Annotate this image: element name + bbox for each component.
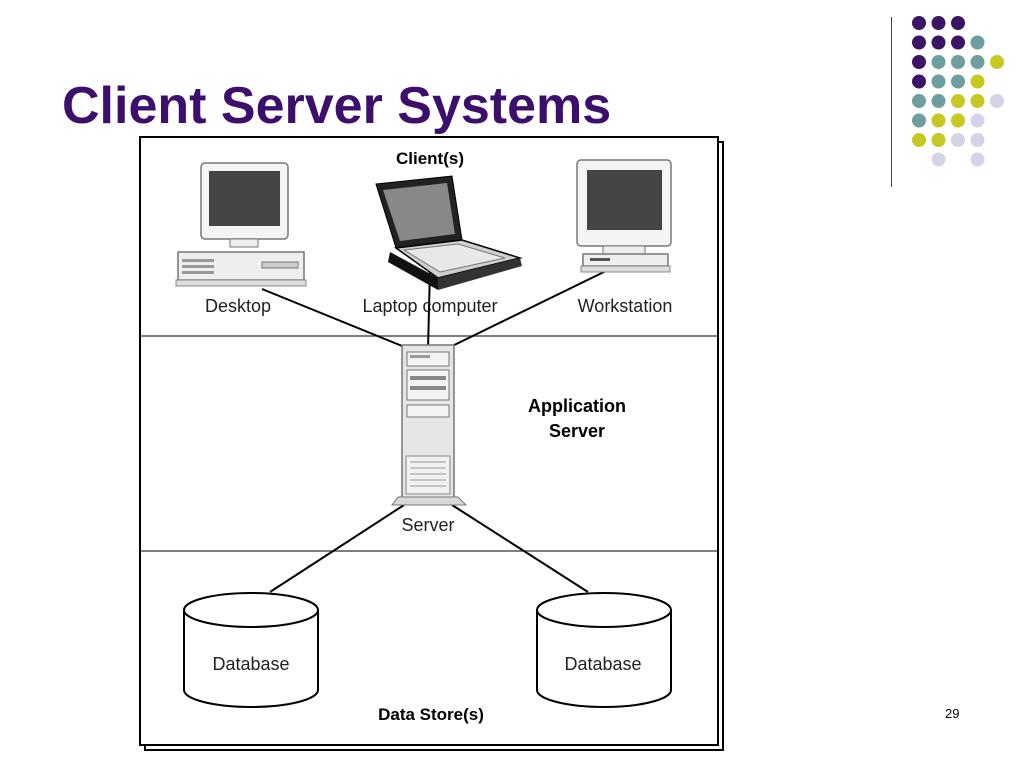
decorative-dot: [970, 74, 985, 89]
decorative-dot: [951, 113, 965, 128]
tier-label-clients: Client(s): [396, 149, 464, 168]
workstation-icon: [576, 159, 672, 273]
decorative-dot: [931, 74, 946, 89]
database-left-icon: [183, 592, 319, 708]
desktop-server-link: [261, 288, 413, 351]
laptop-computer-icon: [375, 175, 523, 290]
connection-lines: [261, 267, 609, 593]
decorative-dot: [970, 113, 985, 128]
decorative-dot: [912, 74, 926, 89]
decorative-dot: [931, 16, 946, 30]
desktop-label: Desktop: [205, 296, 271, 316]
decorative-dot: [951, 35, 965, 50]
decorative-dot: [931, 152, 946, 167]
workstation-server-link: [443, 269, 609, 351]
slide-title: Client Server Systems: [62, 77, 612, 135]
decorative-dot: [970, 94, 985, 108]
decorative-dot: [931, 113, 946, 128]
decorative-dot: [990, 94, 1004, 108]
decorative-dot: [912, 133, 926, 147]
desktop-computer-icon: [175, 162, 307, 287]
database-left-label: Database: [212, 654, 289, 674]
server-db-left-link: [269, 504, 405, 593]
tier-label-application-line2: Server: [549, 421, 605, 441]
decorative-dot: [990, 55, 1004, 69]
decorative-dot: [931, 94, 946, 108]
decorative-dot: [912, 113, 926, 128]
decorative-dot: [912, 94, 926, 108]
server-tower-icon: [391, 344, 468, 506]
decorative-dot: [970, 55, 985, 69]
decorative-dot: [931, 35, 946, 50]
decorative-dot-grid: [912, 16, 1004, 167]
database-right-label: Database: [564, 654, 641, 674]
decorative-dot: [951, 133, 965, 147]
decorative-dot: [970, 152, 985, 167]
laptop-label: Laptop computer: [362, 296, 497, 316]
decorative-dot: [912, 55, 926, 69]
decorative-dot: [951, 74, 965, 89]
decorative-dot: [951, 94, 965, 108]
tier-label-data-stores: Data Store(s): [378, 705, 484, 724]
decorative-dot: [970, 133, 985, 147]
page-number: 29: [945, 706, 960, 721]
workstation-label: Workstation: [578, 296, 673, 316]
server-label: Server: [401, 515, 454, 535]
decorative-dot: [931, 133, 946, 147]
decorative-dot: [912, 16, 926, 30]
decorative-dot: [970, 35, 985, 50]
decorative-dot: [951, 55, 965, 69]
decorative-dot: [951, 16, 965, 30]
decorative-divider: [891, 17, 892, 187]
tier-label-application-line1: Application: [528, 396, 626, 416]
database-right-icon: [536, 592, 672, 708]
decorative-dot: [931, 55, 946, 69]
decorative-dot: [912, 35, 926, 50]
server-db-right-link: [451, 504, 589, 593]
